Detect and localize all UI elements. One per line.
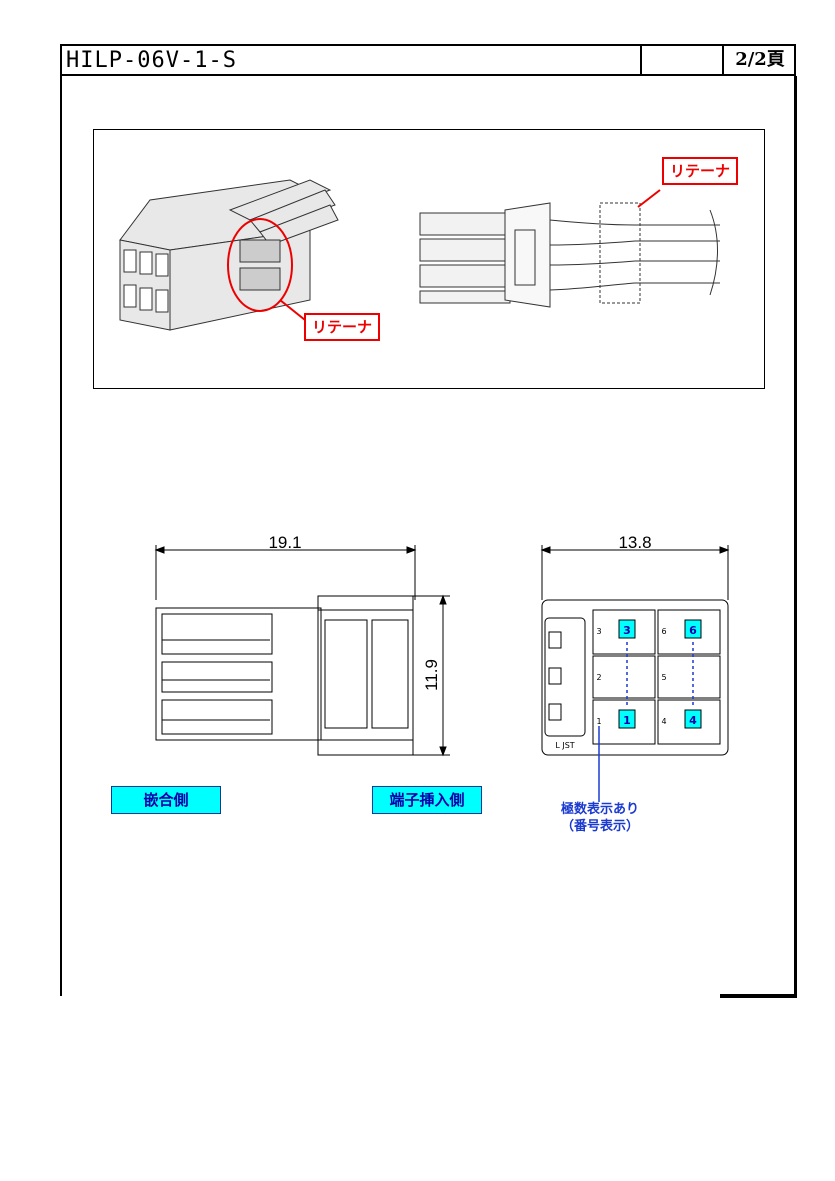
frame-right-border <box>794 76 797 996</box>
retainer-callout-left: リテーナ <box>304 313 380 341</box>
maker-mark: L JST <box>555 741 574 750</box>
height-dimension-left: 11.9 <box>422 659 441 691</box>
small-pin-5: 5 <box>661 673 666 682</box>
retainer-figure-box <box>93 129 765 389</box>
note-line-1: 極数表示あり <box>560 802 639 817</box>
pin-label-1: 1 <box>623 714 631 727</box>
pin-label-4: 4 <box>689 714 697 727</box>
retainer-highlight-circle <box>227 218 293 312</box>
frame-left-border <box>60 76 62 996</box>
title-block: HILP-06V-1-S 2/2頁 <box>60 44 796 76</box>
small-pin-2: 2 <box>596 673 601 682</box>
note-line-2: （番号表示） <box>560 819 639 834</box>
retainer-callout-right: リテーナ <box>662 157 738 185</box>
title-block-empty-cell <box>640 46 724 74</box>
part-number: HILP-06V-1-S <box>66 48 237 73</box>
side-dimension-drawing: 19.1 11.9 <box>154 533 450 757</box>
width-dimension-right: 13.8 <box>618 533 651 552</box>
pin-label-6: 6 <box>689 624 697 637</box>
pin-number-note: 極数表示あり （番号表示） <box>530 801 670 835</box>
width-dimension-left: 19.1 <box>268 533 301 552</box>
small-pin-3: 3 <box>596 627 601 636</box>
small-pin-1: 1 <box>596 717 601 726</box>
pin-label-3: 3 <box>623 624 631 637</box>
connector-3d-illustration <box>119 179 339 331</box>
mating-side-label: 嵌合側 <box>111 786 221 814</box>
frame-foot-mark <box>720 994 797 998</box>
front-face-drawing: 3 6 1 4 3 2 1 6 5 4 L JST 13.8 <box>540 533 730 802</box>
connector-side-view-illustration <box>419 189 720 308</box>
insertion-side-label: 端子挿入側 <box>372 786 482 814</box>
small-pin-4: 4 <box>661 717 666 726</box>
small-pin-6: 6 <box>661 627 666 636</box>
page-number: 2/2頁 <box>722 46 796 74</box>
